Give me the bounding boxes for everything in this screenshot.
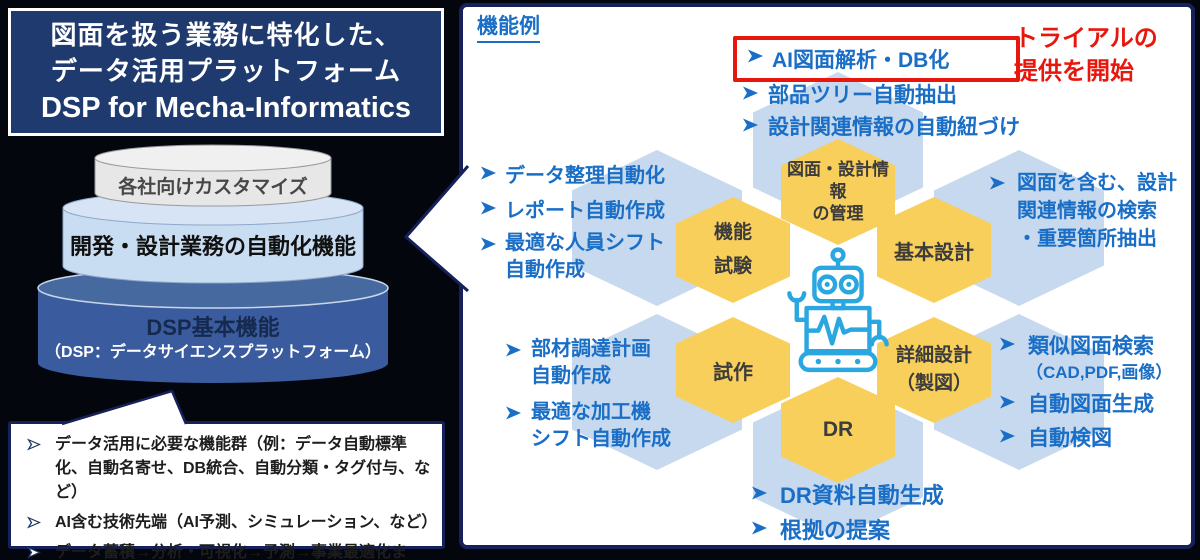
feature-line: 自動作成 [505, 259, 585, 281]
panel-header: 機能例 [477, 10, 540, 43]
hexagon-label: の管理 [812, 204, 864, 223]
feature-line: 最適な加工機 [531, 401, 651, 423]
feature-item: 根拠の提案 [780, 518, 891, 543]
feature-line: 関連情報の検索 [1017, 200, 1157, 222]
arrowhead-bullet-icon [27, 546, 41, 559]
feature-item: 自動図面生成 [1028, 393, 1154, 416]
stack-middle-label: 開発・設計業務の自動化機能 [69, 234, 356, 259]
stack-bottom-sub: （DSP：データサイエンスプラットフォーム） [45, 344, 381, 361]
cylinder-top [94, 158, 332, 207]
trial-line: トライアルの [1014, 25, 1158, 52]
callout-wedge-right [404, 165, 470, 293]
note-item: データ活用に必要な機能群（例：データ自動標準化、自動名寄せ、DB統合、自動分類・… [21, 433, 432, 505]
note-text: AI含む技術先端（AI予測、シミュレーション、など） [55, 514, 438, 531]
feature-item: AI図面解析・DB化 [772, 49, 950, 72]
feature-item: 図面を含む、設計 関連情報の検索 ・重要箇所抽出 [1017, 169, 1177, 253]
feature-line: 部材調達計画 [531, 338, 651, 360]
title-line-en: DSP for Mecha-Informatics [40, 92, 412, 124]
feature-line: 自動作成 [531, 365, 611, 387]
feature-subnote: （CAD,PDF,画像） [1026, 363, 1173, 382]
feature-item: 最適な人員シフト 自動作成 [505, 230, 665, 284]
hexagon-label: 試験 [713, 256, 752, 277]
hexagon-label: DR [822, 418, 854, 441]
hexagon-label: 図面・設計情報 [787, 160, 889, 201]
title-box: 図面を扱う業務に特化した、 データ活用プラットフォーム DSP for Mech… [8, 8, 444, 136]
trial-announcement: トライアルの 提供を開始 [1014, 22, 1158, 88]
feature-item: 設計関連情報の自動紐づけ [768, 116, 1020, 139]
arrowhead-bullet-icon [27, 516, 41, 529]
feature-item: 部品ツリー自動抽出 [768, 84, 957, 107]
title-line: 図面を扱う業務に特化した、 [50, 20, 402, 50]
feature-item: 部材調達計画 自動作成 [531, 336, 651, 390]
hexagon-drawing-info-mgmt: 図面・設計情報 の管理 [781, 139, 895, 245]
highlight-red-box [733, 36, 1020, 82]
feature-line: 最適な人員シフト [505, 232, 665, 254]
note-text: データ蓄積→分析・可視化→予測→事業最適化まで、一気通貫で自動化 [55, 544, 408, 560]
stack-top-label: 各社向けカスタマイズ [118, 177, 308, 198]
hexagon-label: 基本設計 [894, 241, 974, 264]
note-item: データ蓄積→分析・可視化→予測→事業最適化まで、一気通貫で自動化 [21, 541, 432, 560]
feature-item: DR資料自動生成 [780, 483, 944, 508]
callout-tail-notes [61, 389, 188, 425]
feature-line: 図面を含む、設計 [1017, 172, 1177, 194]
feature-item: 最適な加工機 シフト自動作成 [531, 399, 671, 453]
notes-box: データ活用に必要な機能群（例：データ自動標準化、自動名寄せ、DB統合、自動分類・… [8, 421, 445, 560]
note-text: データ活用に必要な機能群（例：データ自動標準化、自動名寄せ、DB統合、自動分類・… [55, 436, 431, 501]
feature-line: シフト自動作成 [531, 428, 671, 450]
feature-item: データ整理自動化 [505, 165, 665, 187]
feature-line: ・重要箇所抽出 [1017, 228, 1157, 250]
robot-icon [787, 247, 889, 373]
platform-stack-diagram [37, 144, 389, 383]
stack-bottom-title: DSP基本機能 [146, 315, 280, 340]
feature-item: レポート自動作成 [505, 200, 665, 222]
feature-item: 自動検図 [1028, 427, 1112, 450]
feature-item: 類似図面検索 [1028, 335, 1154, 358]
cylinder-top-top [94, 144, 332, 172]
hexagon-label: 機能 [713, 222, 752, 243]
trial-line: 提供を開始 [1014, 58, 1134, 85]
title-line: データ活用プラットフォーム [50, 56, 402, 86]
hexagon-label: 詳細設計 [895, 345, 972, 366]
hexagon-label: （製図） [895, 373, 972, 394]
cylinder-bottom [38, 288, 388, 383]
arrowhead-bullet-icon [27, 438, 41, 451]
hexagon-label: 試作 [713, 361, 753, 384]
cylinder-middle [62, 208, 364, 284]
note-item: AI含む技術先端（AI予測、シミュレーション、など） [21, 511, 437, 535]
